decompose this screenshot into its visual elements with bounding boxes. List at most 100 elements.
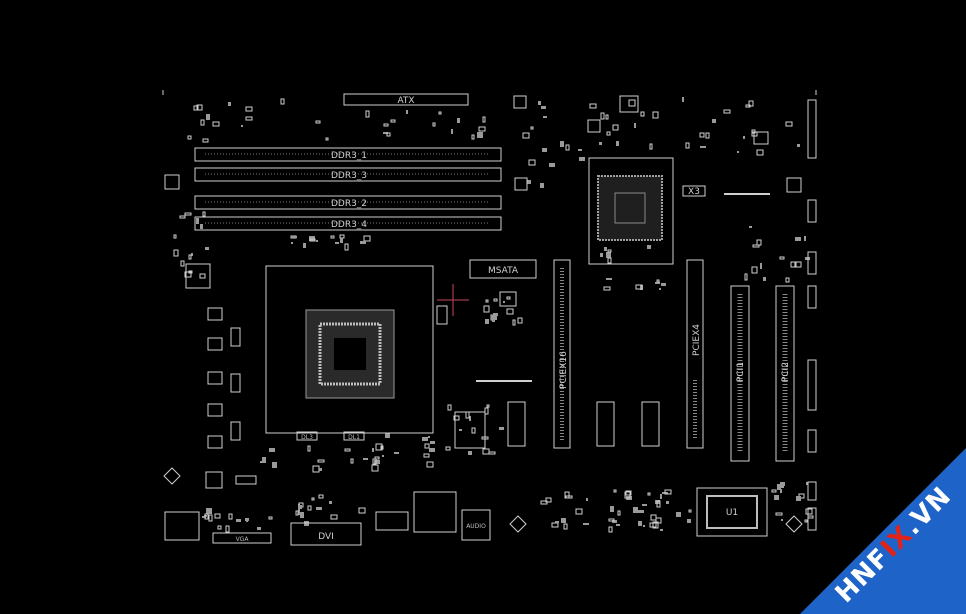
- right-edge-headers: [807, 99, 817, 531]
- pad: [613, 489, 617, 493]
- pad: [517, 317, 523, 324]
- pad: [383, 123, 389, 127]
- pad: [291, 242, 293, 244]
- pad: [642, 504, 647, 506]
- pad: [797, 144, 800, 147]
- pad: [666, 501, 669, 504]
- pad: [225, 525, 230, 533]
- pad: [685, 142, 690, 149]
- dvi-label: DVI: [318, 532, 334, 542]
- pad: [469, 416, 471, 421]
- pad: [193, 105, 199, 111]
- trace-lines: [476, 193, 770, 382]
- pad: [610, 506, 614, 512]
- pad: [540, 183, 544, 188]
- pci1-slot: PCI1: [730, 285, 750, 462]
- pad: [807, 515, 814, 519]
- cpu-socket: [265, 265, 434, 434]
- pad: [763, 277, 766, 281]
- atx-power-connector: ATX: [343, 93, 469, 106]
- dimm-slot-2: DDR3_3: [194, 167, 502, 182]
- pad: [542, 148, 547, 152]
- pad: [272, 462, 277, 468]
- pad: [794, 261, 802, 268]
- pad: [545, 497, 552, 503]
- pad: [196, 104, 203, 111]
- watermark-band: [800, 448, 966, 614]
- pad: [298, 505, 302, 509]
- vga-label: VGA: [236, 536, 250, 543]
- pci2-slot: PCI2: [775, 285, 795, 462]
- pad: [236, 519, 241, 522]
- pad: [586, 498, 588, 501]
- pad: [478, 126, 486, 132]
- pad: [260, 461, 265, 463]
- pad: [329, 501, 332, 504]
- pad: [432, 122, 436, 127]
- pad: [482, 448, 490, 455]
- pad: [660, 529, 663, 531]
- pad: [241, 125, 243, 127]
- pad: [687, 519, 691, 523]
- pad: [600, 253, 603, 257]
- pad: [200, 119, 205, 126]
- pad: [555, 521, 559, 523]
- pad: [372, 448, 374, 452]
- dimm-slot-4: DDR3_4: [194, 216, 502, 231]
- pad: [246, 518, 248, 522]
- pad: [202, 211, 206, 217]
- pad: [315, 120, 321, 124]
- pad: [363, 235, 371, 242]
- pad: [499, 427, 504, 430]
- pad: [245, 116, 253, 121]
- pad: [779, 256, 785, 260]
- dimm-2-label: DDR3_3: [331, 171, 367, 181]
- pad: [318, 494, 324, 499]
- pad: [486, 404, 490, 408]
- pad: [522, 132, 530, 139]
- pad: [565, 144, 570, 151]
- dimm-4-label: DDR3_4: [331, 220, 367, 230]
- pad: [196, 218, 199, 224]
- pad: [206, 508, 212, 514]
- pad: [386, 132, 391, 137]
- pad: [485, 299, 489, 303]
- pad: [465, 411, 470, 419]
- pad: [560, 141, 564, 147]
- pad: [804, 236, 806, 241]
- pad: [445, 446, 451, 451]
- pad: [257, 527, 261, 530]
- chipset-bga: X3: [588, 157, 706, 265]
- pad: [317, 459, 325, 463]
- pad: [647, 245, 651, 249]
- pad: [659, 288, 661, 290]
- pad: [795, 237, 801, 241]
- pad: [777, 484, 781, 490]
- pad: [206, 114, 210, 120]
- pad: [606, 252, 611, 258]
- pad: [371, 464, 379, 472]
- pad: [616, 524, 620, 526]
- pad: [339, 234, 345, 239]
- pad: [187, 135, 192, 140]
- pad: [493, 298, 498, 302]
- pad: [780, 482, 785, 486]
- pad: [350, 458, 354, 464]
- pad: [538, 101, 541, 105]
- pad: [785, 121, 793, 127]
- pad: [625, 490, 632, 496]
- pad: [607, 249, 612, 253]
- pad: [628, 99, 636, 107]
- pad: [503, 301, 505, 303]
- audio-label: AUDIO: [466, 523, 486, 530]
- pad: [262, 457, 266, 463]
- pad: [748, 100, 754, 107]
- board-corner-marks: [162, 90, 817, 95]
- pad: [749, 226, 752, 228]
- dimm-slot-3: DDR3_2: [194, 195, 502, 210]
- pad: [528, 159, 536, 166]
- pad: [298, 509, 300, 515]
- pad: [268, 516, 273, 520]
- pad: [316, 507, 322, 510]
- pad: [309, 238, 316, 242]
